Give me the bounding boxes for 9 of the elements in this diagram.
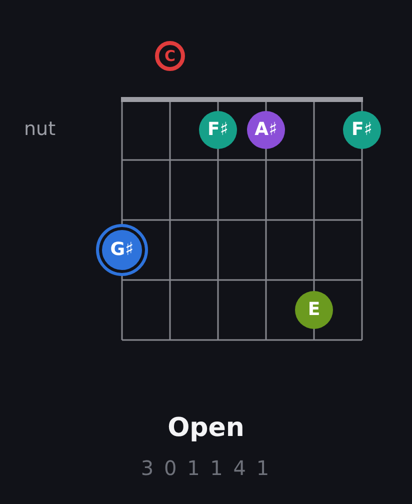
open-string-marker: C xyxy=(155,41,185,71)
nut-label: nut xyxy=(24,120,56,139)
note-dot: E xyxy=(295,291,333,329)
root-note-dot: G♯ xyxy=(96,224,148,276)
note-dot: F♯ xyxy=(199,111,237,149)
fingering-text: 3 0 1 1 4 1 xyxy=(140,458,272,478)
note-dot: F♯ xyxy=(343,111,381,149)
note-dot: A♯ xyxy=(247,111,285,149)
chord-title: Open xyxy=(168,415,244,441)
